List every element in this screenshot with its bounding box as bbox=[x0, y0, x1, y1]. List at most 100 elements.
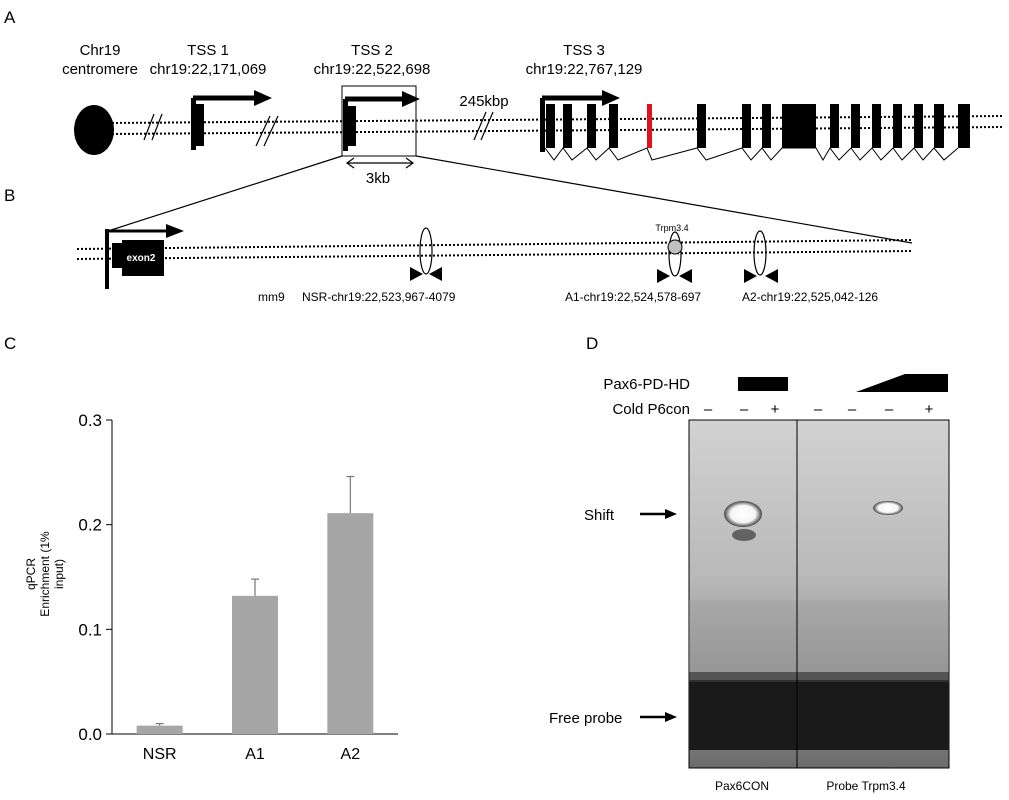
tss3-exons bbox=[546, 104, 970, 148]
a2-site-oval bbox=[753, 230, 767, 276]
exon-block bbox=[851, 104, 860, 148]
gel-group-label-pax6con: Pax6CON bbox=[715, 779, 769, 793]
free-probe-label: Free probe bbox=[549, 710, 622, 727]
nsr-site-oval bbox=[419, 227, 433, 275]
break-mark-1 bbox=[143, 113, 163, 141]
exon-block bbox=[782, 104, 816, 148]
a1-primer-pair bbox=[657, 269, 692, 283]
shift-arrow bbox=[640, 509, 677, 519]
panel-d: D Pax6-PD-HD Cold P6con – – + – – – + Shift Fr… bbox=[549, 334, 950, 793]
exon-block bbox=[893, 104, 902, 148]
x-tick-label-a2: A2 bbox=[341, 746, 361, 763]
tss1-arrow bbox=[191, 90, 272, 150]
protein-row-label: Pax6-PD-HD bbox=[603, 376, 690, 393]
free-probe-arrow bbox=[640, 712, 677, 722]
exon2-label: exon2 bbox=[127, 253, 156, 264]
y-tick-label: 0.0 bbox=[78, 725, 102, 744]
x-tick-label-nsr: NSR bbox=[143, 746, 177, 763]
tss2-title: TSS 2 bbox=[351, 42, 393, 59]
lane-marks: – – + – – – + bbox=[704, 401, 934, 418]
exon-block bbox=[546, 104, 555, 148]
y-tick-label: 0.2 bbox=[78, 516, 102, 535]
exon-block bbox=[762, 104, 771, 148]
y-axis-title: qPCR Enrichment (1% input) bbox=[24, 531, 66, 617]
a2-primer-pair bbox=[744, 269, 778, 283]
exon-block bbox=[934, 104, 944, 148]
competitor-row-label: Cold P6con bbox=[612, 401, 690, 418]
a2-primer-coord: A2-chr19:22,525,042-126 bbox=[742, 290, 878, 304]
error-bar-nsr bbox=[155, 722, 164, 726]
pax6-binding-site bbox=[667, 239, 683, 255]
error-bar-a2 bbox=[346, 475, 355, 514]
bar-a2 bbox=[327, 513, 374, 734]
y-tick-label: 0.3 bbox=[78, 411, 102, 430]
tss3-coord: chr19:22,767,129 bbox=[526, 61, 643, 78]
lane-mark: + bbox=[771, 401, 780, 418]
lane-mark: – bbox=[704, 401, 713, 418]
tss2-coord: chr19:22,522,698 bbox=[314, 61, 431, 78]
x-axis-labels: NSR A1 A2 bbox=[143, 746, 360, 763]
bar-a1 bbox=[232, 595, 278, 734]
break-mark-3 bbox=[473, 111, 494, 141]
shift-band-control bbox=[724, 501, 762, 527]
break-mark-2 bbox=[255, 115, 279, 147]
scale-bar-3kb bbox=[345, 157, 415, 169]
a1-primer-coord: A1-chr19:22,524,578-697 bbox=[565, 290, 701, 304]
protein-bar-control bbox=[738, 377, 788, 391]
lane-mark: – bbox=[814, 401, 823, 418]
centromere-label-line2: centromere bbox=[62, 61, 138, 78]
lane-mark: – bbox=[740, 401, 749, 418]
centromere-oval bbox=[74, 105, 114, 155]
panel-b: B exon2 Trpm3.4 mm9 bbox=[4, 186, 913, 304]
exon-block bbox=[830, 104, 839, 148]
panel-a-letter: A bbox=[4, 8, 16, 27]
exon-block bbox=[742, 104, 751, 148]
exon-block bbox=[697, 104, 706, 148]
locus-strand-lower bbox=[76, 250, 913, 260]
x-tick-label-a1: A1 bbox=[245, 746, 265, 763]
scale-bar-label: 3kb bbox=[366, 170, 390, 187]
panel-c-letter: C bbox=[4, 334, 16, 353]
y-axis-title-line2: Enrichment (1% bbox=[38, 531, 52, 617]
highlighted-exon bbox=[647, 104, 652, 148]
chromosome-strand-lower bbox=[111, 126, 1004, 135]
panel-d-letter: D bbox=[586, 334, 598, 353]
shift-band-control-lower bbox=[732, 529, 756, 541]
centromere-label-line1: Chr19 bbox=[80, 42, 121, 59]
protein-gradient-wedge bbox=[856, 374, 948, 392]
free-probe-band-smear bbox=[689, 672, 949, 682]
exon-block bbox=[609, 104, 618, 148]
exon-block bbox=[587, 104, 596, 148]
lane-mark: – bbox=[848, 401, 857, 418]
tss1-title: TSS 1 bbox=[187, 42, 229, 59]
panel-b-letter: B bbox=[4, 186, 15, 205]
trpm34-site-label: Trpm3.4 bbox=[655, 223, 688, 233]
tss3-arrow bbox=[540, 90, 620, 152]
assembly-label: mm9 bbox=[258, 290, 285, 304]
zoom-line-left bbox=[107, 155, 343, 232]
bar-series bbox=[136, 475, 374, 734]
error-bar-a1 bbox=[251, 578, 259, 596]
exon-block bbox=[914, 104, 923, 148]
splice-connectors bbox=[544, 147, 959, 161]
panel-a: A Chr19 centromere TSS 1 chr19:22,171,06… bbox=[4, 8, 1004, 187]
exon2-block bbox=[122, 240, 164, 276]
tss3-title: TSS 3 bbox=[563, 42, 605, 59]
exon-block bbox=[872, 104, 881, 148]
free-probe-band bbox=[689, 680, 949, 750]
shift-label: Shift bbox=[584, 507, 615, 524]
tss2-zoom-box bbox=[341, 85, 417, 157]
nsr-primer-pair bbox=[410, 267, 442, 281]
gel-group-label-trpm34: Probe Trpm3.4 bbox=[826, 779, 906, 793]
y-axis-title-line3: input) bbox=[52, 559, 66, 589]
gel-smear bbox=[689, 600, 949, 672]
locus-strand-upper bbox=[76, 239, 913, 250]
lane-mark: + bbox=[925, 401, 934, 418]
y-axis-ticks: 0.00.10.20.3 bbox=[78, 411, 112, 744]
bar-nsr bbox=[136, 725, 183, 734]
chromosome-strand-upper bbox=[111, 115, 1004, 124]
shift-band-trpm34 bbox=[873, 501, 903, 515]
lane-mark: – bbox=[885, 401, 894, 418]
exon-block bbox=[958, 104, 970, 148]
